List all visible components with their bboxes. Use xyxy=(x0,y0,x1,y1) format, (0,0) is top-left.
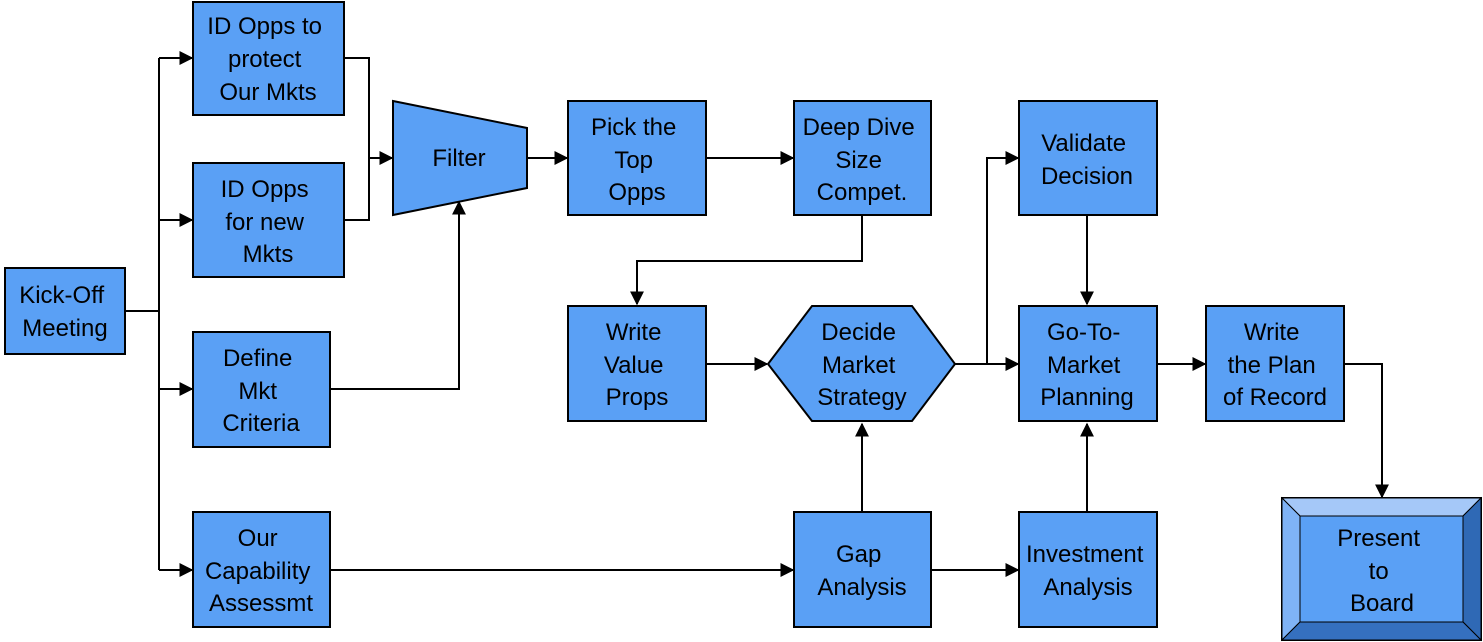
node-capability-label: Our Capability Assessmt xyxy=(205,525,317,617)
node-criteria-label: Define Mkt Criteria xyxy=(222,345,300,437)
edge-criteria-to-filter xyxy=(330,200,466,390)
node-decide-market-strategy: Decide Market Strategy xyxy=(766,305,957,422)
node-pick-top-opps: Pick the Top Opps xyxy=(567,100,707,216)
node-gtm-label: Go-To- Market Planning xyxy=(1040,319,1133,411)
bevel-bottom xyxy=(1280,621,1483,641)
node-gap-label: Gap Analysis xyxy=(817,541,906,601)
node-write-value-props: Write Value Props xyxy=(567,305,707,422)
bevel-right xyxy=(1462,496,1482,642)
node-plan-label: Write the Plan of Record xyxy=(1223,319,1327,411)
edge-decide-to-validate xyxy=(986,151,1020,364)
edge-plan-to-present xyxy=(1344,363,1389,499)
node-deep-dive: Deep Dive Size Compet. xyxy=(793,100,932,216)
node-validate-decision: Validate Decision xyxy=(1018,100,1158,216)
node-present-to-board: Present to Board xyxy=(1280,496,1483,642)
node-deepdive-label: Deep Dive Size Compet. xyxy=(803,114,922,206)
node-newmkts-label: ID Opps for new Mkts xyxy=(221,176,316,268)
node-define-mkt-criteria: Define Mkt Criteria xyxy=(192,331,331,448)
node-investment-analysis: Investment Analysis xyxy=(1018,511,1158,628)
node-filter: Filter xyxy=(392,99,528,217)
node-investment-label: Investment Analysis xyxy=(1026,541,1150,601)
node-validate-label: Validate Decision xyxy=(1041,130,1133,190)
node-capability-assessment: Our Capability Assessmt xyxy=(192,511,331,628)
node-protect-label: ID Opps to protect Our Mkts xyxy=(207,13,328,106)
edge-protect-to-filter xyxy=(344,57,370,221)
node-write-plan-of-record: Write the Plan of Record xyxy=(1205,305,1345,422)
node-kickoff-meeting: Kick-Off Meeting xyxy=(4,267,126,355)
node-filter-label: Filter xyxy=(432,145,485,172)
node-gap-analysis: Gap Analysis xyxy=(793,511,932,628)
node-pick-label: Pick the Top Opps xyxy=(591,114,683,206)
node-id-opps-new-mkts: ID Opps for new Mkts xyxy=(192,162,345,278)
connectors xyxy=(125,51,1389,577)
node-valueprops-label: Write Value Props xyxy=(604,319,670,411)
node-id-opps-protect: ID Opps to protect Our Mkts xyxy=(192,1,345,116)
node-go-to-market-planning: Go-To- Market Planning xyxy=(1018,305,1158,422)
bevel-top xyxy=(1280,497,1483,517)
edge-deepdive-to-valueprops xyxy=(630,216,863,306)
node-decide-label: Decide Market Strategy xyxy=(817,319,906,411)
node-present-label: Present to Board xyxy=(1337,525,1426,617)
node-kickoff-label: Kick-Off Meeting xyxy=(19,282,111,342)
bevel-left xyxy=(1281,496,1301,642)
